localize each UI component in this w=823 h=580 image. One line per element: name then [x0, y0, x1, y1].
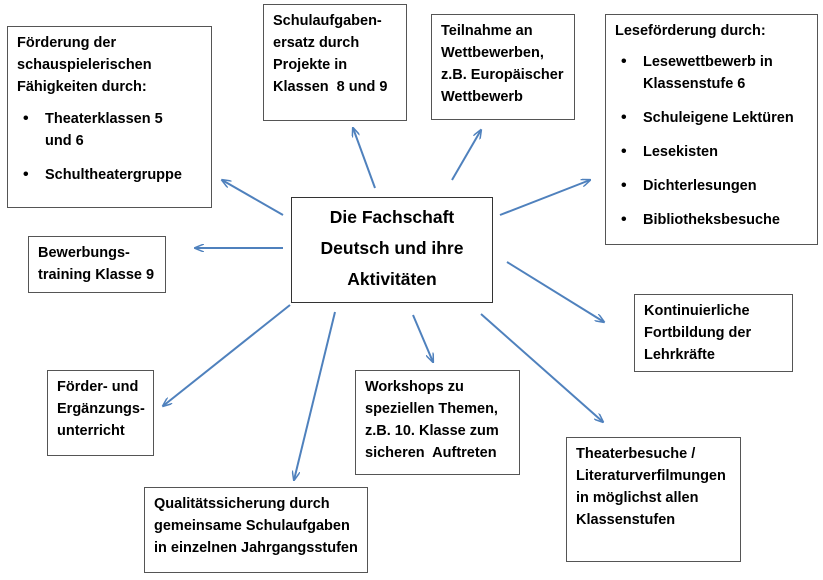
center-line: Aktivitäten — [347, 269, 437, 289]
box-ersatz: Schulaufgaben- ersatz durch Projekte in … — [263, 4, 407, 121]
arrow-to-workshops — [412, 314, 433, 362]
box-line: Bewerbungs- — [38, 245, 130, 261]
center-line: Die Fachschaft — [329, 207, 455, 227]
box-line: Wettbewerben, — [441, 45, 544, 61]
box-wettbewerbe: Teilnahme an Wettbewerben, z.B. Europäis… — [431, 14, 575, 120]
box-line: Workshops zu — [365, 379, 464, 395]
bullet-item: Bibliotheksbesuche — [621, 209, 808, 231]
bullet-item: Theaterklassen 5 und 6 — [23, 108, 202, 152]
box-line: Wettbewerb — [441, 89, 523, 105]
box-line: in möglichst allen — [576, 490, 699, 506]
box-line: z.B. Europäischer — [441, 67, 564, 83]
arrow-to-wettbewerbe — [451, 130, 481, 181]
arrow-to-theater — [480, 313, 603, 422]
bullet-item: Schultheatergruppe — [23, 164, 202, 186]
center-line: Deutsch und ihre — [320, 238, 464, 258]
box-bewerbung: Bewerbungs- training Klasse 9 — [28, 236, 166, 293]
box-line: training Klasse 9 — [38, 267, 155, 283]
arrow-to-foerderung — [222, 180, 284, 216]
box-line: Literaturverfilmungen — [576, 468, 726, 484]
box-theater: Theaterbesuche / Literaturverfilmungen i… — [566, 437, 741, 562]
box-line: Lehrkräfte — [644, 347, 715, 363]
box-line: Kontinuierliche — [644, 303, 750, 319]
arrow-to-ergaenzung — [163, 304, 291, 406]
box-fortbildung: Kontinuierliche Fortbildung der Lehrkräf… — [634, 294, 793, 372]
box-line: Förderung der — [17, 35, 117, 51]
box-line: Klassen 8 und 9 — [273, 79, 388, 95]
center-box: Die Fachschaft Deutsch und ihre Aktivitä… — [291, 197, 493, 303]
arrow-to-ersatz — [353, 128, 376, 189]
box-line: Fähigkeiten durch: — [17, 79, 147, 95]
box-qualitaet: Qualitätssicherung durch gemeinsame Schu… — [144, 487, 368, 573]
box-line: Klassenstufen — [576, 512, 676, 528]
arrow-to-lese — [499, 180, 590, 216]
box-foerderung: Förderung der schauspielerischen Fähigke… — [7, 26, 212, 208]
box-line: unterricht — [57, 423, 125, 439]
box-line: speziellen Themen, — [365, 401, 498, 417]
box-ergaenzung: Förder- und Ergänzungs- unterricht — [47, 370, 154, 456]
box-line: Qualitätssicherung durch — [154, 496, 330, 512]
box-line: in einzelnen Jahrgangsstufen — [154, 540, 358, 556]
arrow-to-qualitaet — [294, 311, 336, 480]
box-line: Förder- und — [57, 379, 139, 395]
box-lese: Leseförderung durch: Lesewettbewerb in K… — [605, 14, 818, 245]
box-line: Teilnahme an — [441, 23, 533, 39]
box-line: Ergänzungs- — [57, 401, 145, 417]
box-line: ersatz durch — [273, 35, 360, 51]
box-line: Fortbildung der — [644, 325, 752, 341]
box-line: Theaterbesuche / — [576, 446, 696, 462]
bullet-item: Lesewettbewerb in Klassenstufe 6 — [621, 51, 808, 95]
box-line: Schulaufgaben- — [273, 13, 382, 29]
box-workshops: Workshops zu speziellen Themen, z.B. 10.… — [355, 370, 520, 475]
bullet-item: Lesekisten — [621, 141, 808, 163]
box-line: Projekte in — [273, 57, 348, 73]
box-line: sicheren Auftreten — [365, 445, 497, 461]
bullet-item: Dichterlesungen — [621, 175, 808, 197]
box-line: gemeinsame Schulaufgaben — [154, 518, 350, 534]
arrow-to-fortbildung — [506, 261, 604, 322]
bullet-list: Theaterklassen 5 und 6 Schultheatergrupp… — [17, 108, 202, 186]
bullet-list: Lesewettbewerb in Klassenstufe 6 Schulei… — [615, 51, 808, 231]
box-line: Leseförderung durch: — [615, 23, 766, 39]
box-line: schauspielerischen — [17, 57, 152, 73]
box-line: z.B. 10. Klasse zum — [365, 423, 499, 439]
bullet-item: Schuleigene Lektüren — [621, 107, 808, 129]
